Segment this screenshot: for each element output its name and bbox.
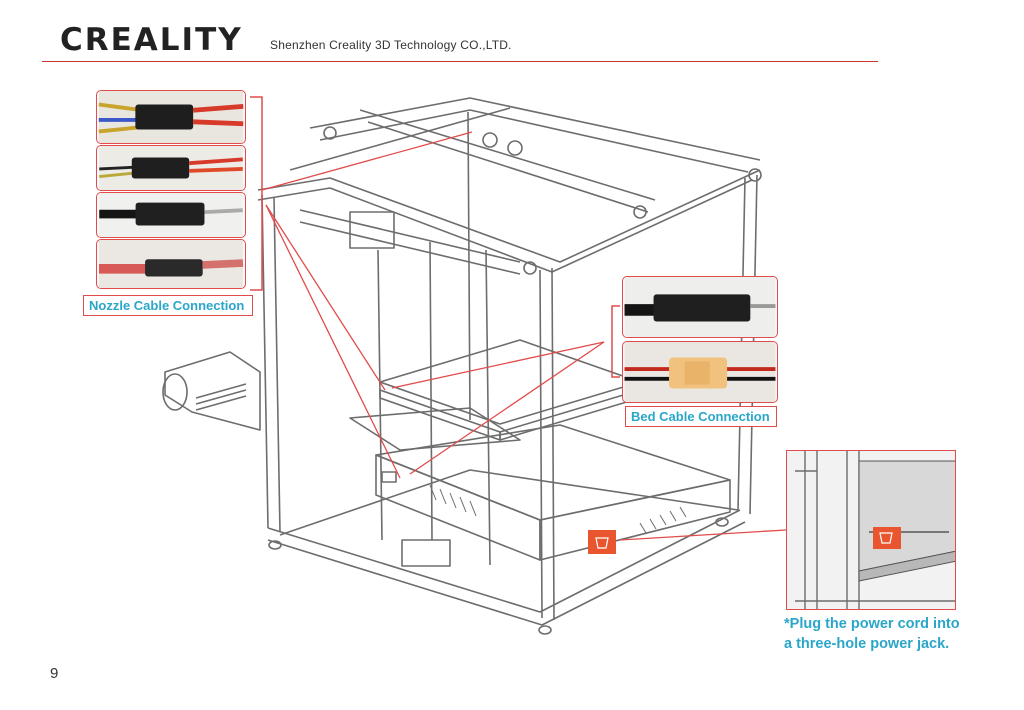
power-cord-note: *Plug the power cord into a three-hole p…	[784, 614, 994, 654]
bed-cable-caption: Bed Cable Connection	[625, 406, 777, 427]
power-cord-note-line-1: *Plug the power cord into	[784, 616, 960, 632]
creality-logo: CREALITY	[60, 22, 243, 58]
nozzle-connector-photo-2	[96, 145, 246, 191]
power-jack-closeup	[786, 450, 956, 610]
company-name: Shenzhen Creality 3D Technology CO.,LTD.	[270, 38, 512, 52]
nozzle-cable-caption: Nozzle Cable Connection	[83, 295, 253, 316]
nozzle-connector-photo-4	[96, 239, 246, 289]
nozzle-connector-photo-3	[96, 192, 246, 238]
bed-connector-photo-1	[622, 276, 778, 338]
header-divider	[42, 61, 878, 62]
bed-connector-photo-2	[622, 341, 778, 403]
nozzle-connector-photo-1	[96, 90, 246, 144]
power-jack-icon	[588, 530, 616, 554]
page-number: 9	[50, 665, 59, 682]
power-cord-note-line-2: a three-hole power jack.	[784, 636, 950, 652]
